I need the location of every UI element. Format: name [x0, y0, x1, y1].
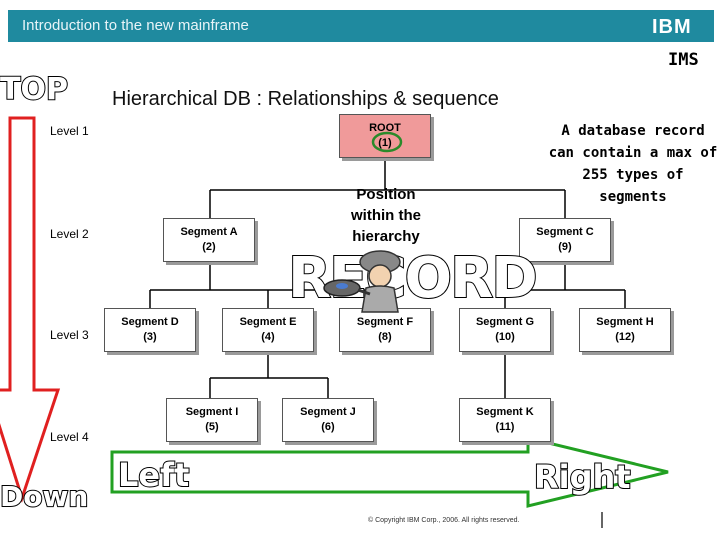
segment-h: Segment H (12) — [579, 308, 671, 352]
position-label: Position within the hierarchy — [351, 186, 421, 245]
segment-sequence: (4) — [261, 331, 275, 343]
segment-c: Segment C (9) — [519, 218, 611, 262]
ibm-logo: IBM — [652, 16, 692, 38]
segment-name: Segment A — [180, 226, 238, 238]
slide-title: Hierarchical DB : Relationships & sequen… — [112, 88, 499, 110]
segment-sequence: (6) — [321, 421, 335, 433]
segment-name: ROOT — [369, 122, 401, 134]
segment-name: Segment D — [121, 316, 179, 328]
segment-sequence: (10) — [495, 331, 515, 343]
segment-sequence: (5) — [205, 421, 219, 433]
segment-g: Segment G (10) — [459, 308, 551, 352]
segment-name: Segment K — [476, 406, 534, 418]
segment-k: Segment K (11) — [459, 398, 551, 442]
segment-f: Segment F (8) — [339, 308, 431, 352]
down-arrow — [0, 116, 61, 503]
segment-name: Segment C — [536, 226, 594, 238]
segment-a: Segment A (2) — [163, 218, 255, 262]
segment-sequence: (12) — [615, 331, 635, 343]
segment-d: Segment D (3) — [104, 308, 196, 352]
section-label: IMS — [668, 50, 699, 70]
segment-sequence: (2) — [202, 241, 216, 253]
segment-j: Segment J (6) — [282, 398, 374, 442]
segment-i: Segment I (5) — [166, 398, 258, 442]
header-bar — [8, 10, 714, 42]
level-3-label: Level 3 — [50, 328, 89, 342]
level-1-label: Level 1 — [50, 124, 89, 138]
cartoon-figure-icon — [323, 250, 401, 313]
left-label: Left — [117, 455, 190, 495]
header-title: Introduction to the new mainframe — [22, 17, 249, 34]
segment-name: Segment H — [596, 316, 654, 328]
segment-sequence: (11) — [495, 421, 515, 433]
down-label: Down — [0, 479, 89, 514]
segment-name: Segment J — [300, 406, 356, 418]
record-word: RECORD — [287, 245, 539, 312]
right-arrow — [110, 436, 669, 508]
segment-sequence: (9) — [558, 241, 572, 253]
level-2-label: Level 2 — [50, 227, 89, 241]
right-label: Right — [533, 457, 632, 497]
segment-sequence: (3) — [143, 331, 157, 343]
record-note: A database record can contain a max of 2… — [548, 123, 718, 205]
segment-sequence: (8) — [378, 331, 392, 343]
top-label: TOP — [0, 71, 69, 108]
segment-name: Segment G — [475, 316, 535, 328]
segment-name: Segment F — [356, 316, 414, 328]
segment-sequence: (1) — [378, 137, 392, 149]
level-4-label: Level 4 — [50, 430, 89, 444]
segment-e: Segment E (4) — [222, 308, 314, 352]
segment-name: Segment E — [239, 316, 297, 328]
copyright-text: © Copyright IBM Corp., 2006. All rights … — [368, 517, 520, 524]
root-highlight-circle — [371, 131, 403, 153]
segment-name: Segment I — [185, 406, 239, 418]
